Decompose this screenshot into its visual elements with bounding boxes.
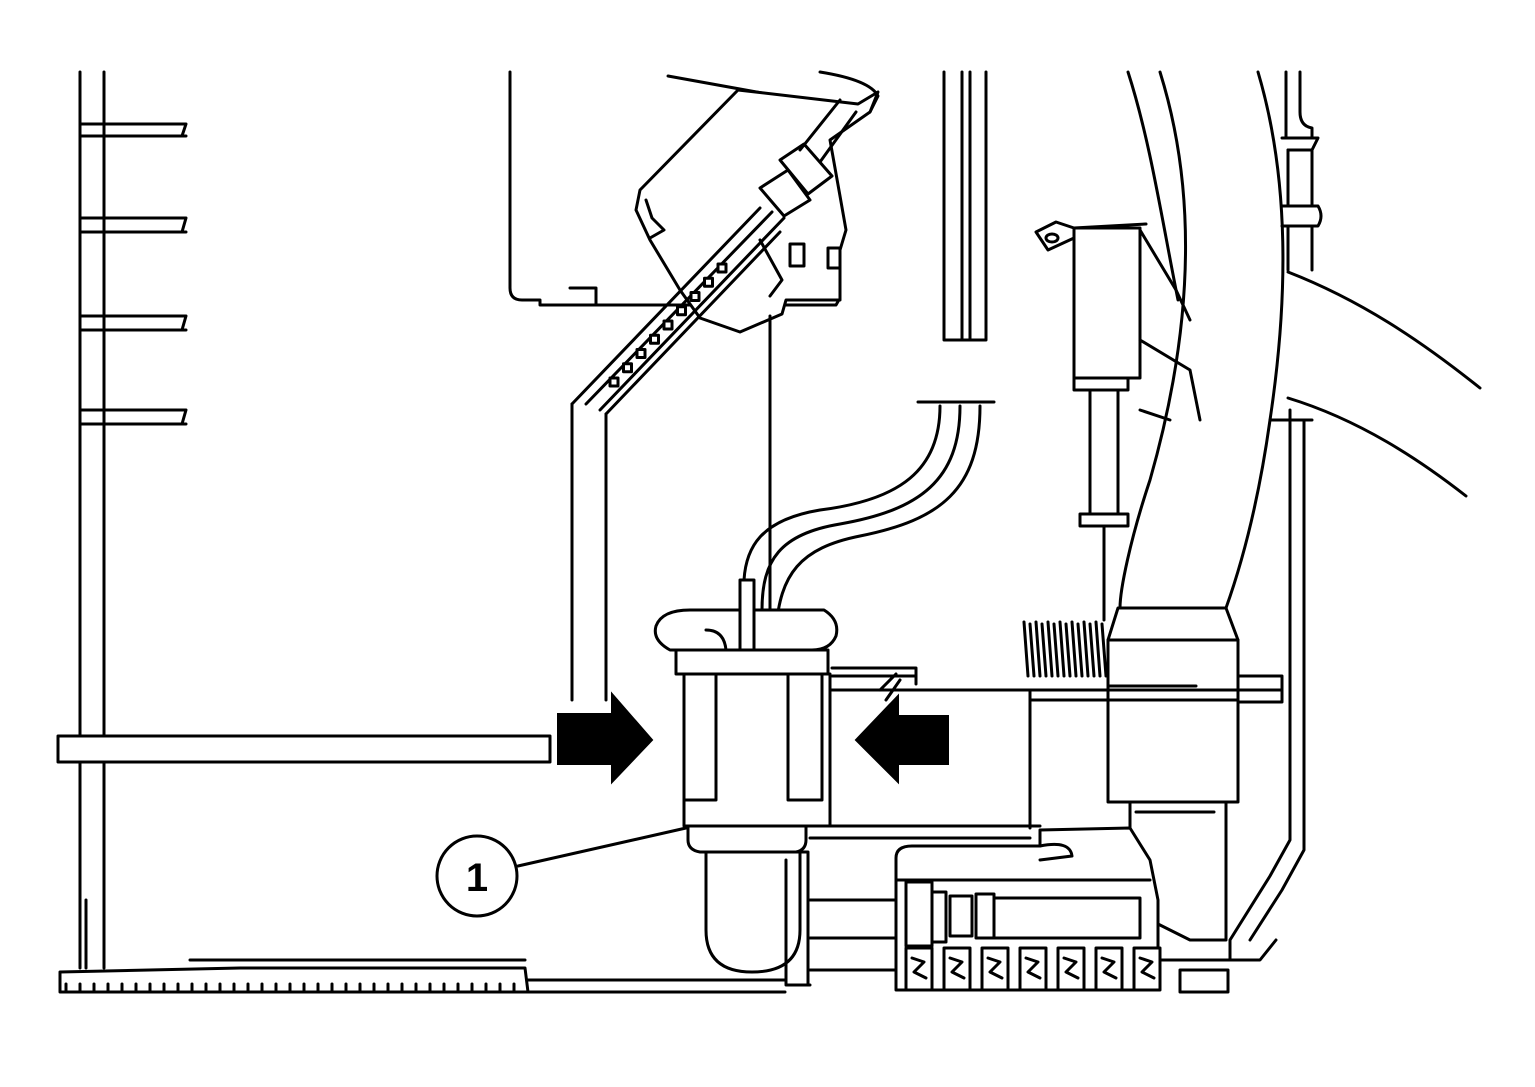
connector-plug (758, 98, 858, 218)
vertical-post (942, 70, 988, 342)
module-shelf (828, 666, 1284, 830)
horizontal-beam (56, 734, 552, 764)
spring-coils (1022, 620, 1108, 678)
callout-1: 1 (435, 826, 688, 918)
canister-component (653, 578, 839, 987)
diagonal-tube (1286, 270, 1482, 498)
large-curved-hose (1118, 70, 1285, 610)
callout-circle (435, 834, 519, 918)
curved-hose (742, 400, 996, 632)
hose-collar (1106, 606, 1240, 804)
callout-label: 1 (466, 856, 488, 900)
sensor-bracket (1034, 220, 1202, 622)
arrow-left (854, 693, 949, 785)
arrow-right (557, 691, 654, 785)
bottom-rail (58, 958, 787, 994)
wire-harness-diagonal (570, 206, 786, 702)
left-frame-rack (78, 70, 188, 970)
lower-connector-block (808, 800, 1278, 994)
right-frame (1228, 70, 1323, 962)
callout-leader-line (516, 826, 688, 868)
